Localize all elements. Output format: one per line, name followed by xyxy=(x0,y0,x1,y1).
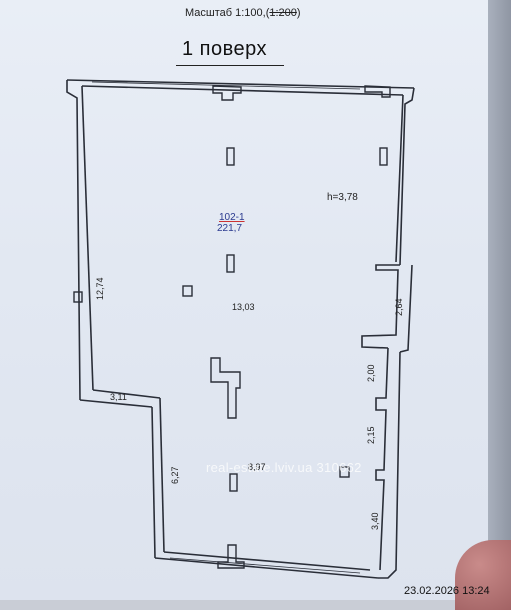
bottom-window xyxy=(169,557,361,574)
scale-text: Масштаб 1:100,( xyxy=(185,7,270,19)
pillar-5 xyxy=(229,473,238,492)
scale-label: Масштаб 1:100,(1:200) xyxy=(185,7,301,19)
right-wall-lower-outer xyxy=(378,351,401,579)
top-window xyxy=(91,81,361,90)
right-wall-lower-inner xyxy=(375,347,389,571)
dim-right-mid: 2,00 xyxy=(366,364,376,382)
pillar-4 xyxy=(182,285,193,297)
top-wall-outer xyxy=(66,79,415,89)
ceiling-height: h=3,78 xyxy=(327,192,358,203)
top-wall-inner xyxy=(81,85,404,96)
table-edge xyxy=(488,0,511,600)
finger-photo-artifact xyxy=(455,540,511,610)
pillar-6 xyxy=(339,466,350,478)
column-top-right xyxy=(364,85,391,98)
dim-right-bottom: 3,40 xyxy=(370,512,380,530)
lower-left-inner xyxy=(159,397,165,553)
central-column xyxy=(210,357,241,419)
wall-pier-left xyxy=(73,291,83,303)
dim-lower-width: 8,97 xyxy=(248,462,266,472)
title-underline xyxy=(176,65,284,66)
bottom-wall-outer xyxy=(154,557,379,579)
right-step xyxy=(361,264,400,349)
dim-left-wall: 12,74 xyxy=(95,277,105,300)
notch-outer-top xyxy=(79,399,153,408)
right-wall-upper-inner xyxy=(395,94,404,263)
notch-inner-top xyxy=(92,389,161,399)
dim-lower-left: 6,27 xyxy=(170,466,180,484)
watermark: real-estate.lviv.ua 310662 xyxy=(206,460,362,475)
pillar-2 xyxy=(379,147,388,166)
dim-inner-width: 13,03 xyxy=(232,302,255,312)
lower-left-outer xyxy=(151,406,156,559)
timestamp: 23.02.2026 13:24 xyxy=(404,585,490,597)
column-bottom xyxy=(217,544,245,569)
scale-close: ) xyxy=(296,7,301,19)
dim-right-lower: 2,15 xyxy=(366,426,376,444)
right-step-outer xyxy=(399,264,413,353)
room-area: 221,7 xyxy=(217,223,243,234)
bottom-wall-inner xyxy=(163,551,371,571)
left-wall-outer xyxy=(66,80,81,401)
dim-right-upper: 2,64 xyxy=(394,298,404,316)
pillar-1 xyxy=(226,147,235,166)
right-wall-upper-outer xyxy=(399,87,415,266)
left-wall-inner xyxy=(81,85,94,391)
scale-struck: 1:200 xyxy=(269,7,297,19)
floor-title: 1 поверх xyxy=(182,38,268,60)
column-top xyxy=(212,85,242,101)
room-id: 102-1 xyxy=(219,212,245,223)
pillar-3 xyxy=(226,254,235,273)
dim-left-notch: 3,11 xyxy=(110,392,127,402)
